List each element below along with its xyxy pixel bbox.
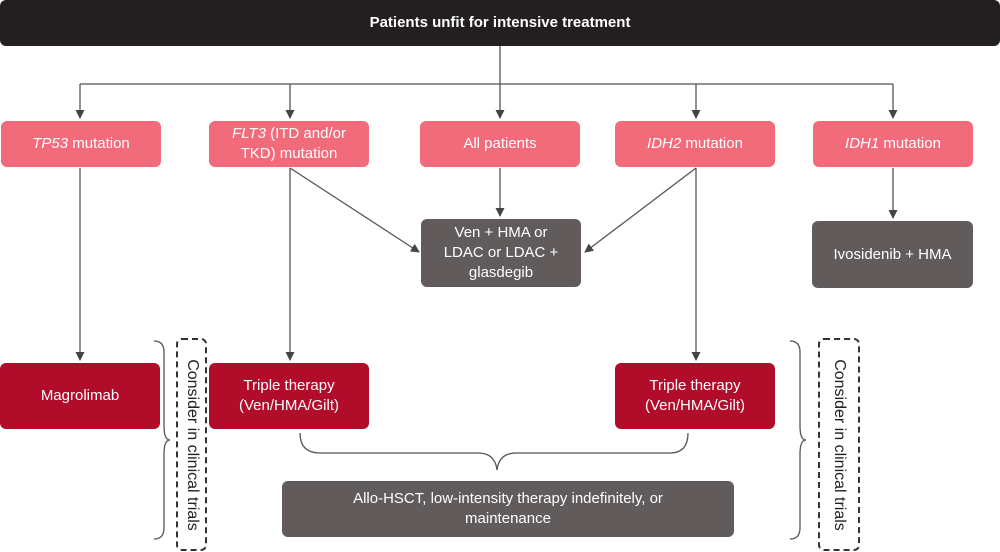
- clinical-trials-note-right: Consider in clinical trials: [818, 338, 860, 551]
- treatment-line1: Triple therapy: [243, 377, 335, 394]
- treatment-allo-hsct: Allo-HSCT, low-intensity therapy indefin…: [282, 481, 734, 537]
- treatment-ivosidenib-hma: Ivosidenib + HMA: [812, 221, 973, 288]
- category-all-patients: All patients: [420, 121, 580, 167]
- treatment-triple-therapy-right: Triple therapy (Ven/HMA/Gilt): [615, 363, 775, 429]
- treatment-triple-therapy-left: Triple therapy (Ven/HMA/Gilt): [209, 363, 369, 429]
- clinical-trials-note-left: Consider in clinical trials: [176, 338, 207, 551]
- category-label: mutation: [68, 135, 130, 152]
- treatment-line3: glasdegib: [468, 264, 534, 281]
- category-label: All patients: [463, 135, 537, 152]
- category-idh2-mutation: IDH2 mutation: [615, 121, 775, 167]
- treatment-line1: Allo-HSCT, low-intensity therapy indefin…: [353, 490, 663, 507]
- category-label: mutation: [879, 135, 941, 152]
- gene-name: FLT3: [232, 125, 266, 142]
- clinical-trials-text: Consider in clinical trials: [831, 358, 848, 531]
- treatment-line2: LDAC or LDAC +: [443, 244, 559, 261]
- category-label: (ITD and/or: [265, 125, 346, 142]
- clinical-trials-text: Consider in clinical trials: [183, 358, 201, 531]
- treatment-label: Ivosidenib + HMA: [833, 245, 952, 263]
- category-tp53-mutation: TP53 mutation: [1, 121, 161, 167]
- category-label: mutation: [681, 135, 743, 152]
- treatment-line2: (Ven/HMA/Gilt): [238, 397, 340, 414]
- page-title: Patients unfit for intensive treatment: [0, 0, 1000, 46]
- category-idh1-mutation: IDH1 mutation: [813, 121, 973, 167]
- gene-name: IDH1: [845, 135, 880, 152]
- gene-name: IDH2: [647, 135, 682, 152]
- treatment-line1: Ven + HMA or: [454, 224, 548, 241]
- treatment-label: Magrolimab: [40, 387, 120, 404]
- category-label-line2: TKD) mutation: [240, 145, 338, 162]
- treatment-magrolimab: Magrolimab: [0, 363, 160, 429]
- treatment-line1: Triple therapy: [649, 377, 741, 394]
- treatment-line2: maintenance: [465, 510, 551, 527]
- treatment-ven-hma: Ven + HMA or LDAC or LDAC + glasdegib: [421, 219, 581, 287]
- treatment-line2: (Ven/HMA/Gilt): [644, 397, 746, 414]
- gene-name: TP53: [32, 135, 69, 152]
